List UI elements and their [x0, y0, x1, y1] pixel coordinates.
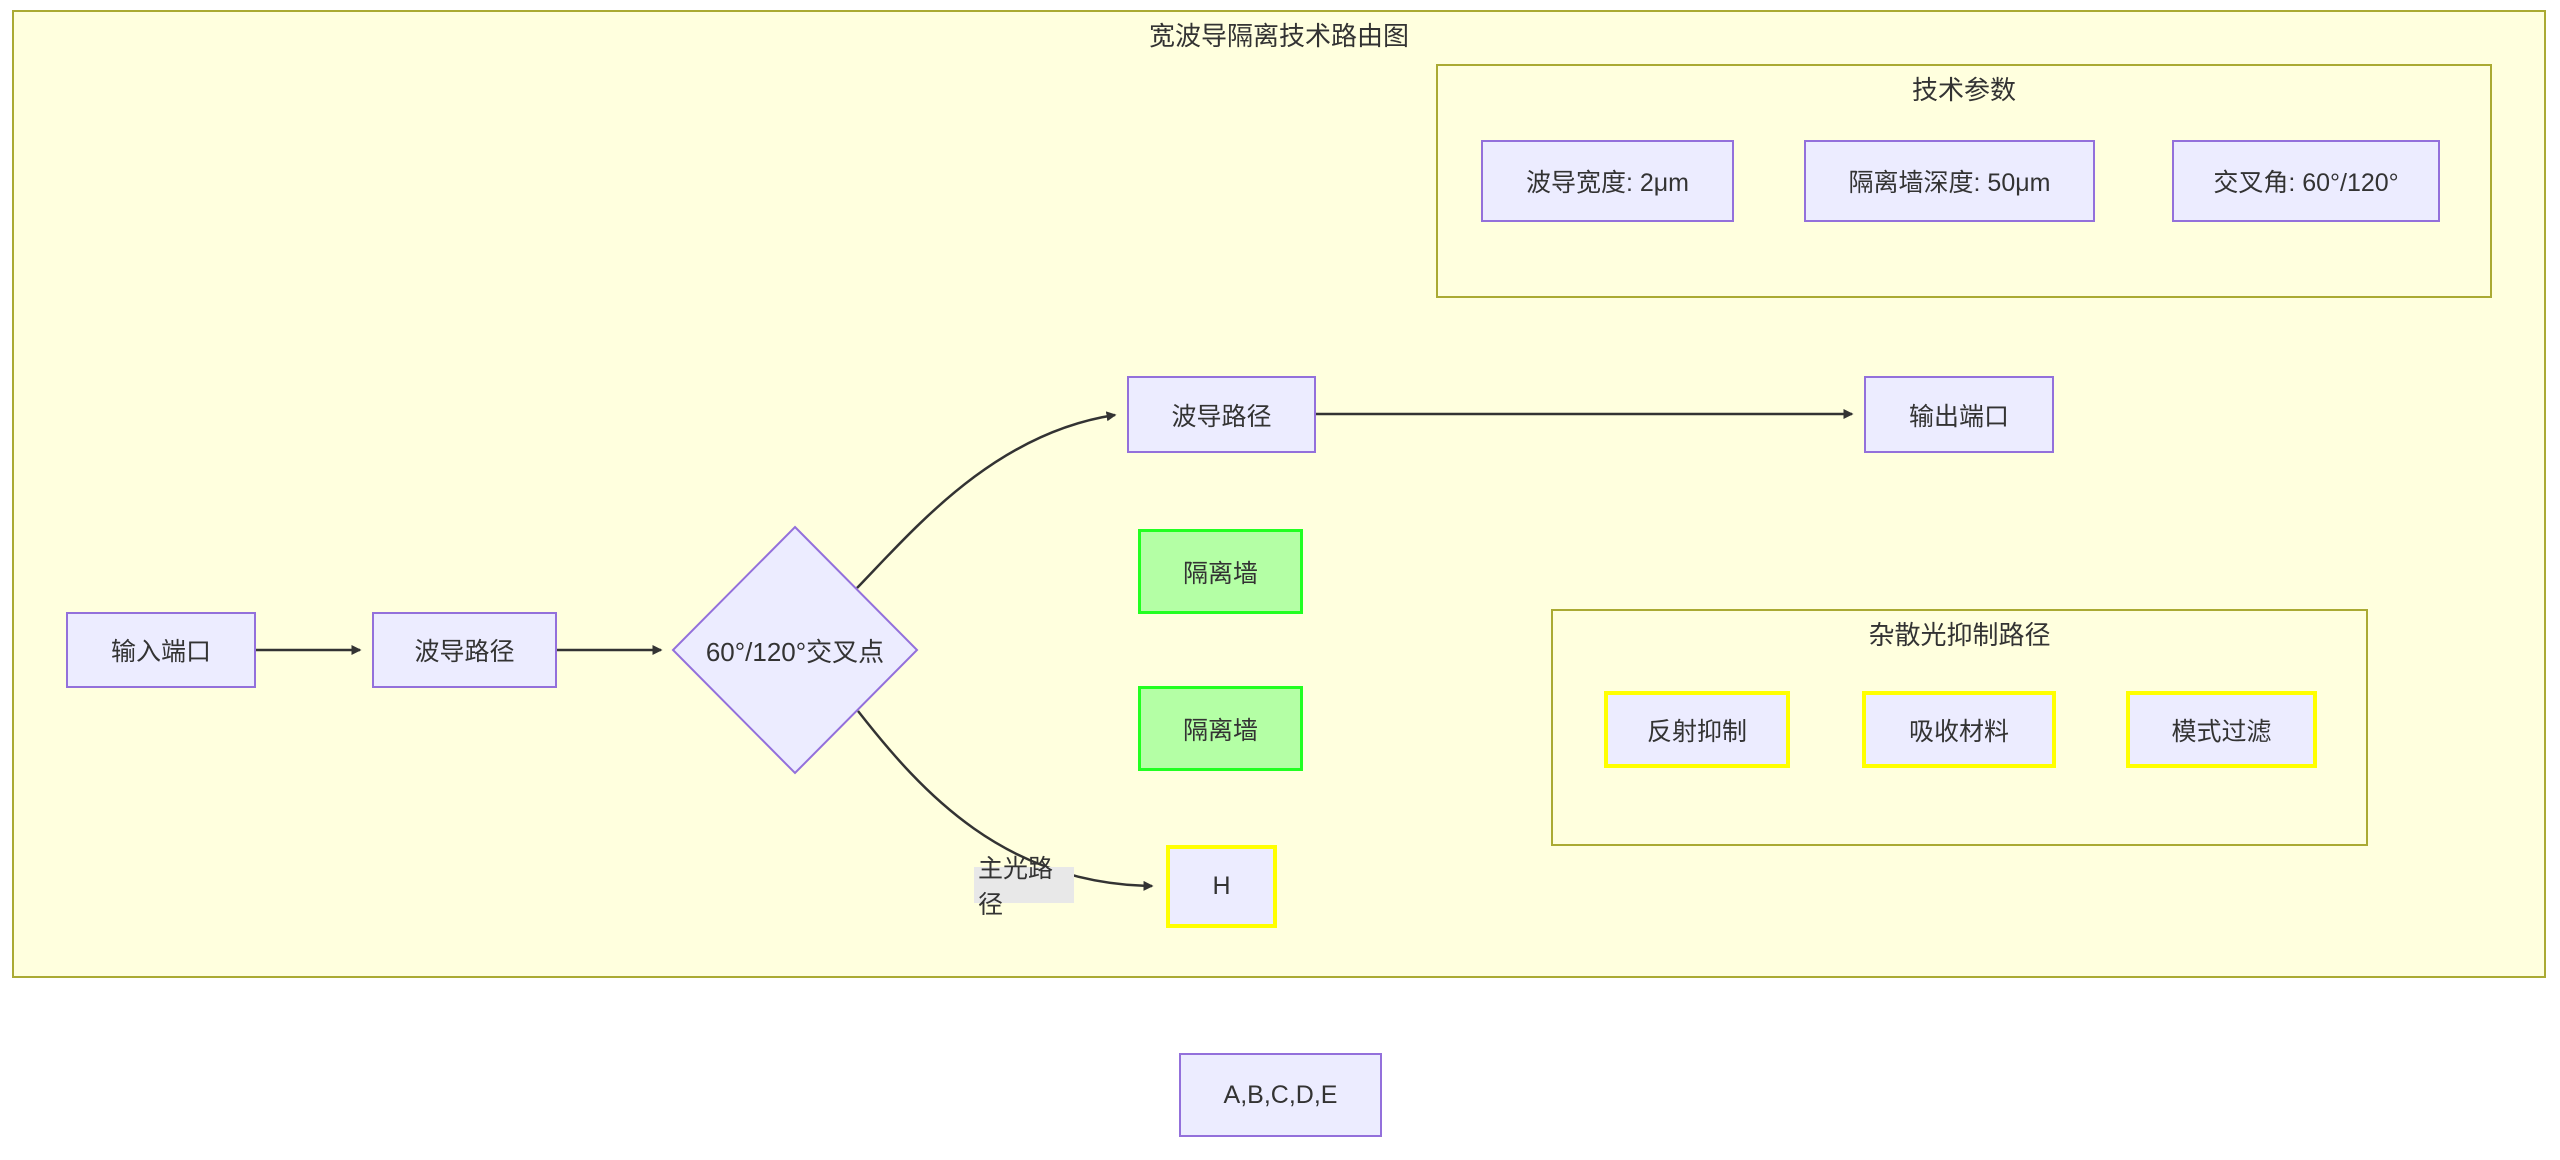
node-mode-filter: 模式过滤 — [2126, 691, 2317, 768]
node-waveguide-width: 波导宽度: 2μm — [1481, 140, 1734, 222]
node-abcde: A,B,C,D,E — [1179, 1053, 1382, 1137]
cross-point-label: 60°/120°交叉点 — [705, 636, 885, 667]
node-absorbing-material: 吸收材料 — [1862, 691, 2056, 768]
node-cross-angle: 交叉角: 60°/120° — [2172, 140, 2440, 222]
node-h: H — [1166, 845, 1277, 928]
cluster-main-title: 宽波导隔离技术路由图 — [1148, 21, 1409, 51]
node-waveguide-path-in: 波导路径 — [372, 612, 557, 688]
node-reflection-suppression: 反射抑制 — [1604, 691, 1790, 768]
node-output-port: 输出端口 — [1864, 376, 2054, 453]
edge-label-main-light-path: 主光路径 — [974, 855, 1074, 919]
node-isolation-wall-1: 隔离墙 — [1138, 529, 1303, 614]
node-input-port: 输入端口 — [66, 612, 256, 688]
edge-cross-to-waveguide-out — [856, 411, 1117, 589]
node-isolation-wall-2: 隔离墙 — [1138, 686, 1303, 771]
cluster-tech-params-title: 技术参数 — [1911, 75, 2016, 105]
cluster-stray-light-title: 杂散光抑制路径 — [1868, 620, 2051, 650]
node-wall-depth: 隔离墙深度: 50μm — [1804, 140, 2095, 222]
node-waveguide-path-out: 波导路径 — [1127, 376, 1316, 453]
edge-cross-to-h — [857, 710, 1154, 891]
